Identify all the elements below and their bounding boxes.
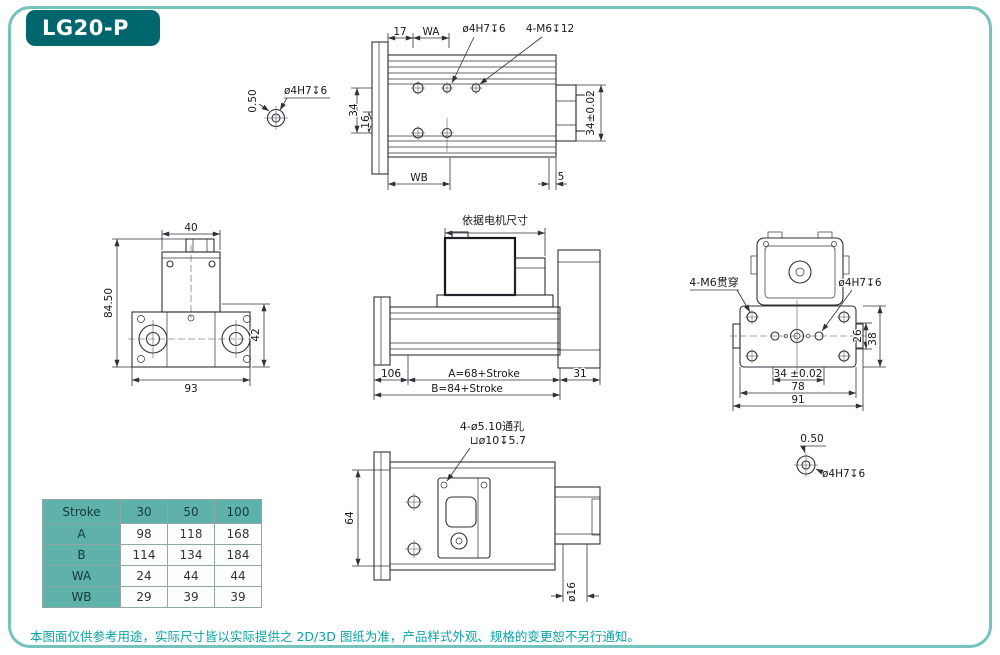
cell-wa-100: 44 <box>214 565 262 587</box>
cell-wa-30: 24 <box>120 565 168 587</box>
footer-note: 本图面仅供参考用途，实际尺寸皆以实际提供之 2D/3D 图纸为准，产品样式外观、… <box>30 629 640 644</box>
view-front-elevation: 依据电机尺寸 106 <box>373 212 601 400</box>
cell-b-30: 114 <box>120 544 168 566</box>
detail-top-left: 0.50 ø4H7↧6 <box>246 84 330 130</box>
dim-5: 5 <box>558 171 565 183</box>
cell-wb-50: 39 <box>167 586 215 608</box>
table-row-b: B 114 134 184 <box>42 544 262 566</box>
cell-b-100: 184 <box>214 544 262 566</box>
dim-wb: WB <box>410 172 428 184</box>
dim-845: 84.50 <box>103 288 115 318</box>
callout-counterbore: ⊔ø10↧5.7 <box>470 434 526 447</box>
dim-wa: WA <box>423 26 441 38</box>
dim-106: 106 <box>381 368 401 380</box>
cell-wb-30: 29 <box>120 586 168 608</box>
cell-wa-50: 44 <box>167 565 215 587</box>
dim-78: 78 <box>791 381 804 393</box>
detail-bottom-right: 0.50 ø4H7↧6 <box>794 432 867 481</box>
row-label-a: A <box>42 523 121 545</box>
dim-34-tol: 34±0.02 <box>585 90 597 136</box>
callout-m6-thru: 4-M6贯穿 <box>689 275 738 289</box>
cell-wb-100: 39 <box>214 586 262 608</box>
row-label-b: B <box>42 544 121 566</box>
dim-31: 31 <box>573 368 586 380</box>
view-bottom: 4-ø5.10通孔 ⊔ø10↧5.7 64 <box>343 419 601 603</box>
dim-34: 34 <box>348 103 360 117</box>
dim-64: 64 <box>344 511 356 525</box>
table-row-a: A 98 118 168 <box>42 523 262 545</box>
table-row-wa: WA 24 44 44 <box>42 565 262 587</box>
dim-d16: ø16 <box>566 582 578 602</box>
dim-16: 16 <box>360 115 372 129</box>
cell-a-30: 98 <box>120 523 168 545</box>
drawing-title: LG20-P <box>26 10 160 46</box>
hole-callout-m6: 4-M6↧12 <box>526 23 574 35</box>
dim-38: 38 <box>867 332 879 345</box>
table-header-stroke: Stroke <box>42 499 121 524</box>
table-row-wb: WB 29 39 39 <box>42 586 262 608</box>
row-label-wb: WB <box>42 586 121 608</box>
dim-a-stroke: A=68+Stroke <box>448 368 520 380</box>
dim-34-tol: 34 ±0.02 <box>774 368 823 380</box>
table-header-50: 50 <box>167 499 215 524</box>
hole-callout: ø4H7↧6 <box>284 85 327 97</box>
dim-42: 42 <box>250 328 262 341</box>
dim-26: 26 <box>852 329 864 343</box>
motor-size-note: 依据电机尺寸 <box>462 213 528 227</box>
cell-a-50: 118 <box>167 523 215 545</box>
view-side-left: 40 84.50 42 93 <box>102 221 270 396</box>
dim-b-stroke: B=84+Stroke <box>431 383 503 395</box>
hole-callout-4h7: ø4H7↧6 <box>462 23 505 35</box>
dim-93: 93 <box>184 383 197 395</box>
table-header-row: Stroke 30 50 100 <box>42 499 262 524</box>
border-frame <box>8 6 992 648</box>
cell-a-100: 168 <box>214 523 262 545</box>
dim-050: 0.50 <box>800 433 823 445</box>
cell-b-50: 134 <box>167 544 215 566</box>
dim-050: 0.50 <box>247 89 259 112</box>
callout-4h7: ø4H7↧6 <box>838 277 881 289</box>
view-top-plan: 17 WA ø4H7↧6 4-M6↧12 34 16 34±0.02 WB <box>347 22 606 190</box>
stroke-table: Stroke 30 50 100 A 98 118 168 B 114 134 … <box>42 499 262 608</box>
table-header-100: 100 <box>214 499 262 524</box>
hole-callout: ø4H7↧6 <box>822 468 865 480</box>
dim-17: 17 <box>393 26 406 38</box>
view-end-right: 4-M6贯穿 ø4H7↧6 26 38 34 ±0.02 78 <box>688 231 886 411</box>
table-header-30: 30 <box>120 499 168 524</box>
dim-91: 91 <box>791 394 804 406</box>
row-label-wa: WA <box>42 565 121 587</box>
callout-thru-hole: 4-ø5.10通孔 <box>460 420 524 433</box>
dim-40: 40 <box>184 222 197 234</box>
